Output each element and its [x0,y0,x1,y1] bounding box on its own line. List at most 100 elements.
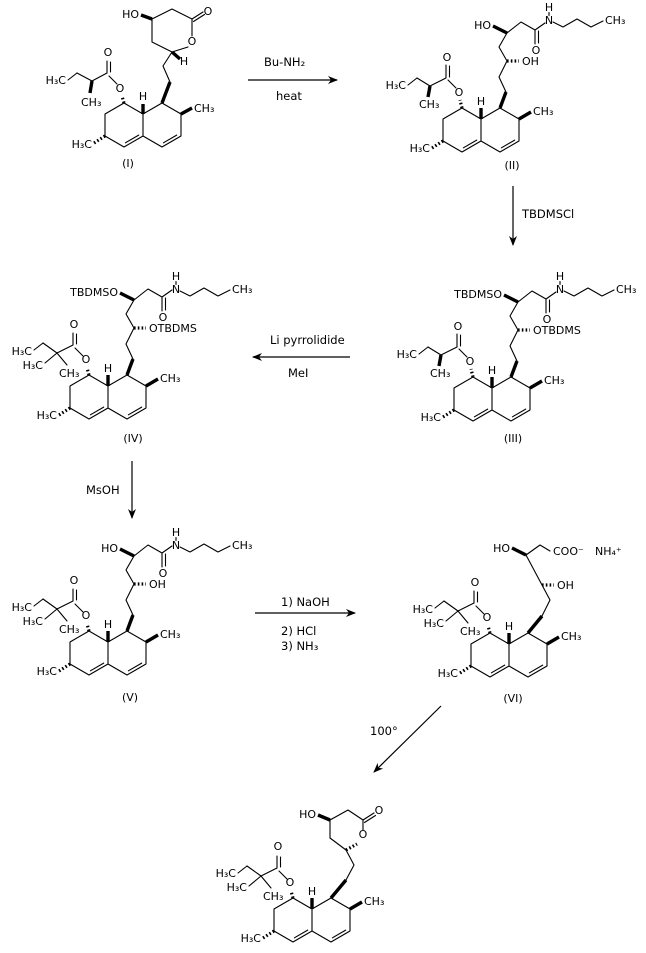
atom-label: CH₃ [561,630,581,643]
atom-label: O [159,567,168,580]
atom-label: O [286,876,295,889]
atom-label: H [505,620,513,633]
atom-label: H [172,528,180,539]
atom-label: H₃C [37,409,58,422]
atom-label: H₃C [227,881,248,894]
atom-label: H₃C [421,411,442,424]
atom-label: CH₃ [194,102,214,115]
atom-label: OH [557,579,574,592]
atom-label: O [188,35,197,48]
atom-label: O [532,44,541,57]
atom-label: HO [122,8,139,21]
atom-label: (II) [504,159,519,172]
reagent-step4: MsOH [86,483,120,497]
atom-label: O [466,355,475,368]
reagent-step5-line3: 3) NH₃ [281,639,319,653]
atom-label: H₃C [410,142,431,155]
atom-label: CH₃ [419,98,439,111]
atom-label: H [180,55,188,68]
atom-label: N [545,14,553,27]
atom-label: O [274,840,283,853]
reagent-step5-line2: 2) HCl [281,624,317,638]
atom-label: H [488,364,496,377]
atom-label: CH₃ [160,628,180,641]
reagent-step5-line1: 1) NaOH [281,595,330,609]
atom-label: O [204,5,213,18]
atom-label: O [70,318,79,331]
atom-label: CH₃ [232,283,252,296]
atom-label: (VI) [503,692,522,705]
atom-label: OTBDMS [533,324,581,337]
atom-label: CH₃ [263,890,283,903]
reagent-step2: TBDMSCl [522,207,575,221]
atom-label: CH₃ [616,283,636,296]
atom-label: TBDMSO [453,288,502,301]
atom-label: O [70,574,79,587]
atom-label: CH₃ [160,372,180,385]
atom-label: HO [493,542,510,555]
atom-label: CH₃ [430,367,450,380]
atom-label: (V) [122,691,138,704]
atom-label: CH₃ [232,539,252,552]
atom-label: O [82,353,91,366]
reagent-step6: 100° [370,724,398,738]
atom-label: H [545,3,553,14]
atom-label: O [443,51,452,64]
atom-label: H [104,362,112,375]
atom-label: CH₃ [59,367,79,380]
atom-label: H [172,272,180,283]
atom-label: (III) [504,432,522,445]
atom-label: CH₃ [59,623,79,636]
atom-label: CH₃ [81,96,101,109]
atom-label: H [104,618,112,631]
atom-label: H₃C [23,359,44,372]
atom-label: O [471,576,480,589]
atom-label: H₃C [241,932,262,945]
atom-label: COO⁻ [553,545,584,558]
atom-label: H₃C [12,601,33,614]
atom-label: N [556,283,564,296]
atom-label: H [308,885,316,898]
atom-label: HO [299,808,316,821]
atom-label: H₃C [216,867,237,880]
atom-label: H [139,90,147,103]
atom-label: H₃C [438,667,459,680]
atom-label: TBDMSO [69,286,118,299]
atom-label: O [82,609,91,622]
reagent-step3-below: MeI [288,366,309,380]
atom-label: O [116,82,125,95]
atom-label: CH₃ [605,14,625,27]
atom-label: (IV) [123,432,142,445]
atom-label: H₃C [424,617,445,630]
atom-label: CH₃ [460,625,480,638]
atom-label: CH₃ [364,895,384,908]
atom-label: CH₃ [533,105,553,118]
atom-label: O [454,320,463,333]
atom-label: (I) [122,157,134,170]
atom-label: H [556,272,564,283]
atom-label: O [104,46,113,59]
atom-label: N [172,539,180,552]
reagent-step1-above: Bu-NH₂ [264,55,306,69]
atom-label: O [483,611,492,624]
atom-label: H₃C [72,138,93,151]
atom-label: O [455,86,464,99]
atom-label: OTBDMS [149,322,197,335]
atom-label: H₃C [46,74,67,87]
reagent-step1-below: heat [276,89,302,103]
atom-label: N [172,283,180,296]
atom-label: O [375,804,384,817]
atom-label: O [543,313,552,326]
atom-label: H₃C [413,603,434,616]
atom-label: H₃C [37,665,58,678]
arrow-step6 [373,705,442,773]
atom-label: H [477,95,485,108]
